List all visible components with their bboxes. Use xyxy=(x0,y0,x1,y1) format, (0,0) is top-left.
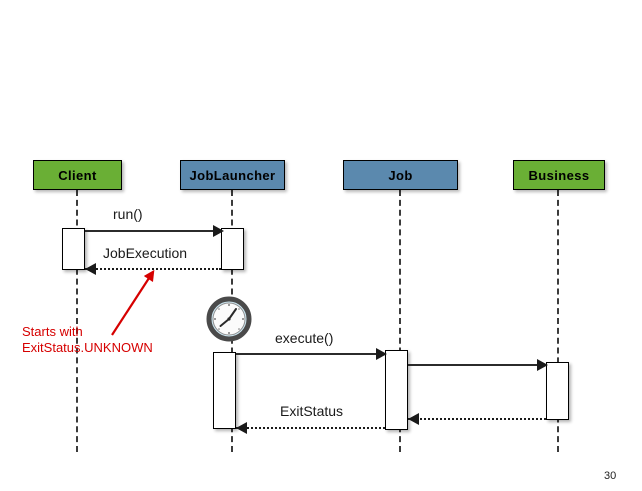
participant-business: Business xyxy=(513,160,605,190)
message-line-job-to-business xyxy=(408,364,546,366)
message-label-run: run() xyxy=(113,206,143,222)
message-arrowhead-execute xyxy=(376,348,387,360)
page-number: 30 xyxy=(604,470,617,482)
participant-label-joblauncher: JobLauncher xyxy=(189,167,276,183)
lifeline-client xyxy=(76,190,78,452)
message-line-business-return xyxy=(408,418,546,420)
message-label-jobexecution: JobExecution xyxy=(103,245,188,261)
message-arrowhead-business-return xyxy=(408,413,419,425)
note-callout-arrow xyxy=(111,269,155,336)
message-arrowhead-exitstatus xyxy=(236,422,247,434)
participant-job: Job xyxy=(343,160,458,190)
clock-icon xyxy=(205,295,253,343)
message-label-execute: execute() xyxy=(275,330,334,346)
activation-joblauncher-execute xyxy=(213,352,236,429)
message-line-exitstatus xyxy=(236,427,385,429)
note-line-2: ExitStatus.UNKNOWN xyxy=(22,340,153,355)
lifeline-business xyxy=(557,190,559,452)
message-line-execute xyxy=(236,353,385,355)
message-line-jobexecution xyxy=(85,268,221,270)
message-arrowhead-job-to-business xyxy=(537,359,548,371)
activation-business xyxy=(546,362,569,420)
message-label-exitstatus: ExitStatus xyxy=(280,403,344,419)
message-arrowhead-run xyxy=(213,225,224,237)
note-line-1: Starts with xyxy=(22,324,83,339)
message-line-run xyxy=(85,230,221,232)
message-arrowhead-jobexecution xyxy=(85,263,96,275)
participant-joblauncher: JobLauncher xyxy=(180,160,285,190)
participant-label-business: Business xyxy=(528,167,590,183)
lifeline-job xyxy=(399,190,401,452)
participant-label-job: Job xyxy=(388,167,413,183)
activation-client xyxy=(62,228,85,270)
activation-joblauncher-run xyxy=(221,228,244,270)
participant-client: Client xyxy=(33,160,122,190)
activation-job xyxy=(385,350,408,430)
participant-label-client: Client xyxy=(58,167,97,183)
note-exitstatus-unknown: Starts with ExitStatus.UNKNOWN xyxy=(22,324,153,356)
